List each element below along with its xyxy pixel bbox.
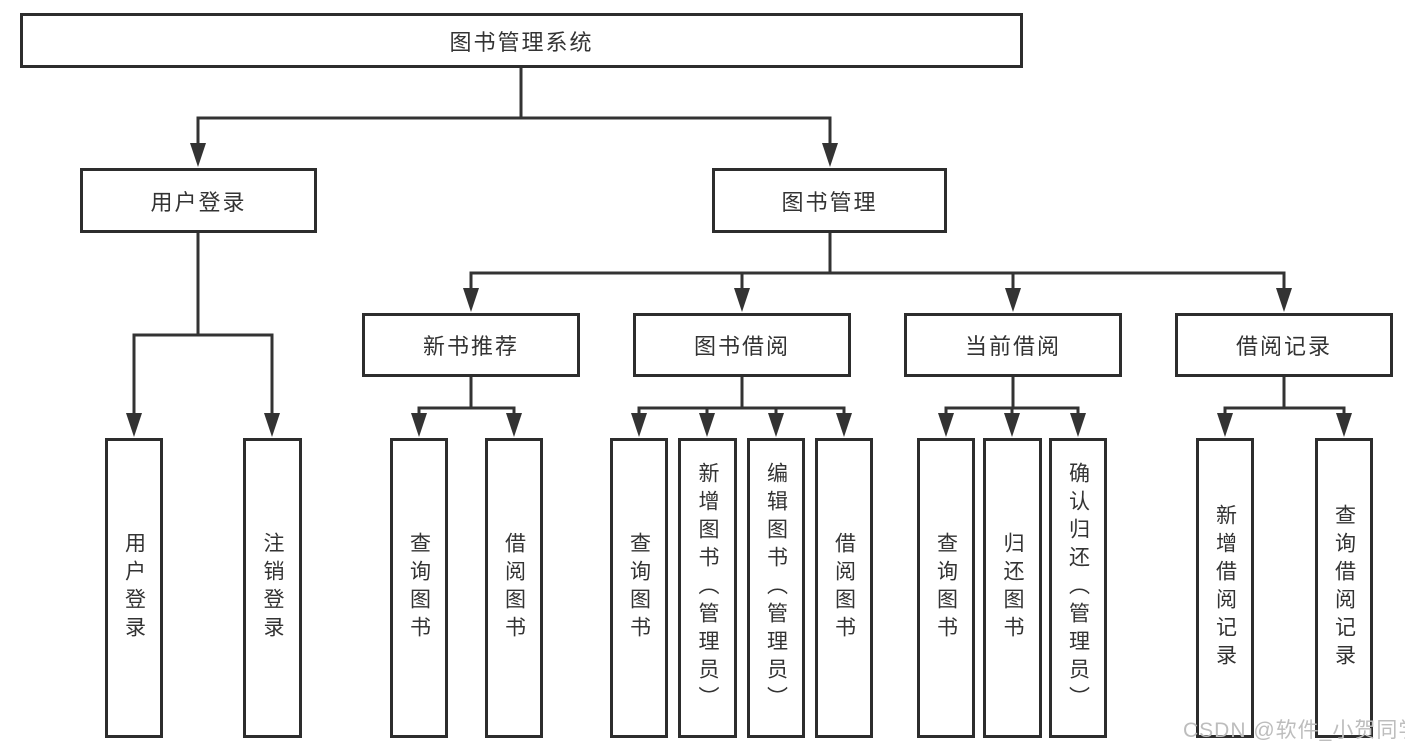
- leaf-return-books-label: 归还图书: [1001, 532, 1024, 644]
- leaf-query-books-borrow: 查询图书: [610, 438, 668, 738]
- leaf-add-borrow-record: 新增借阅记录: [1196, 438, 1254, 738]
- leaf-query-books-recommend-label: 查询图书: [407, 532, 431, 644]
- leaf-edit-books-admin-label: 编辑图书（管理员）: [764, 462, 788, 714]
- node-user-login: 用户登录: [80, 168, 317, 233]
- leaf-query-books-recommend: 查询图书: [390, 438, 448, 738]
- leaf-confirm-return-admin: 确认归还（管理员）: [1049, 438, 1107, 738]
- leaf-query-books-current: 查询图书: [917, 438, 975, 738]
- node-current-borrow-label: 当前借阅: [964, 334, 1061, 359]
- node-book-borrow: 图书借阅: [633, 313, 851, 377]
- leaf-borrow-books: 借阅图书: [815, 438, 873, 738]
- leaf-return-books: 归还图书: [983, 438, 1042, 738]
- node-root-label: 图书管理系统: [449, 29, 594, 55]
- leaf-query-books-borrow-label: 查询图书: [627, 532, 651, 644]
- node-borrow-records: 借阅记录: [1175, 313, 1393, 377]
- leaf-borrow-books-recommend-label: 借阅图书: [502, 532, 526, 644]
- leaf-confirm-return-admin-label: 确认归还（管理员）: [1066, 462, 1090, 714]
- node-new-book-recommend: 新书推荐: [362, 313, 580, 377]
- node-book-management: 图书管理: [712, 168, 947, 233]
- leaf-query-borrow-record-label: 查询借阅记录: [1332, 504, 1356, 672]
- node-root-system: 图书管理系统: [20, 13, 1023, 68]
- leaf-logout-label: 注销登录: [261, 532, 284, 644]
- leaf-add-books-admin: 新增图书（管理员）: [678, 438, 737, 738]
- node-book-management-label: 图书管理: [781, 189, 878, 215]
- node-borrow-records-label: 借阅记录: [1235, 334, 1332, 359]
- csdn-watermark: CSDN @软件_小贺同学: [1183, 719, 1405, 742]
- leaf-user-login-label: 用户登录: [122, 532, 146, 644]
- leaf-borrow-books-label: 借阅图书: [832, 532, 856, 644]
- leaf-query-borrow-record: 查询借阅记录: [1315, 438, 1373, 738]
- node-user-login-label: 用户登录: [150, 189, 247, 215]
- leaf-borrow-books-recommend: 借阅图书: [485, 438, 543, 738]
- leaf-edit-books-admin: 编辑图书（管理员）: [747, 438, 805, 738]
- leaf-logout: 注销登录: [243, 438, 302, 738]
- leaf-query-books-current-label: 查询图书: [934, 532, 958, 644]
- leaf-add-books-admin-label: 新增图书（管理员）: [696, 462, 719, 714]
- node-book-borrow-label: 图书借阅: [693, 334, 790, 359]
- node-new-book-recommend-label: 新书推荐: [422, 334, 519, 359]
- leaf-user-login: 用户登录: [105, 438, 163, 738]
- leaf-add-borrow-record-label: 新增借阅记录: [1213, 504, 1237, 672]
- node-current-borrow: 当前借阅: [904, 313, 1122, 377]
